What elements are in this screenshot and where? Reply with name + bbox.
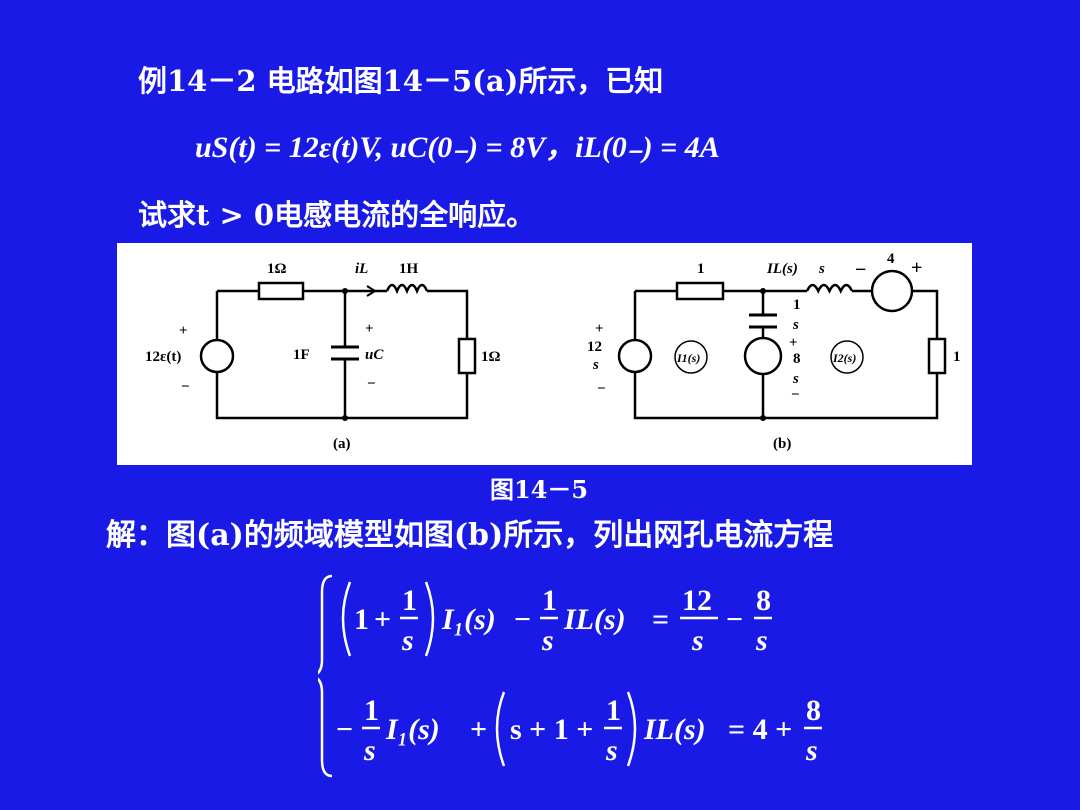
- label-a-plus: +: [179, 323, 188, 339]
- given-conditions: uS(t) = 12ε(t)V, uC(0₋) = 8V，iL(0₋) = 4A: [195, 131, 720, 164]
- eq1-minus: −: [514, 603, 531, 636]
- eq1-il: IL(s): [563, 603, 626, 636]
- label-a-source: 12ε(t): [145, 349, 181, 365]
- resistor-b-right: [927, 337, 947, 375]
- label-b-r2: 1: [953, 349, 961, 365]
- mesh-current-loop-2: [830, 340, 864, 374]
- label-b-r1: 1: [697, 261, 705, 277]
- solution-text: 解：图(a)的频域模型如图(b)所示，列出网孔电流方程: [106, 518, 834, 553]
- eq2-n2: 1: [606, 694, 621, 727]
- mesh-current-loop-1: [674, 340, 708, 374]
- label-b-src-den: s: [592, 357, 599, 373]
- circuit-diagram: 1Ω iL 1H 12ε(t) + − 1F uC + − 1Ω (a) 1 I…: [145, 251, 961, 452]
- eq2-eq: = 4 +: [728, 713, 792, 746]
- eq1-d2: s: [541, 624, 554, 657]
- label-b-src-num: 12: [587, 339, 602, 355]
- label-b-src4: 4: [887, 251, 895, 267]
- eq1-d4: s: [755, 624, 768, 657]
- circuit-figure: 1Ω iL 1H 12ε(t) + − 1F uC + − 1Ω (a) 1 I…: [117, 243, 972, 465]
- label-b-v-num: 8: [793, 351, 801, 367]
- voltage-source-b-right: [870, 269, 914, 313]
- label-b-plus: +: [595, 321, 604, 337]
- resistor-a-right: [457, 337, 477, 375]
- label-b-i1: I1(s): [676, 351, 700, 365]
- eq1-d3: s: [691, 624, 704, 657]
- mesh-equations: 1 + 1 s I₁(s) − 1 s IL(s) = 12 s − 8 s −…: [318, 574, 822, 778]
- label-b-v-den: s: [792, 371, 799, 387]
- eq2-i1: I₁(s): [385, 713, 440, 746]
- eq2-plus: +: [470, 713, 487, 746]
- resistor-a-top: [257, 281, 305, 301]
- label-a-c: 1F: [293, 347, 310, 363]
- question-text: 试求t > 0电感电流的全响应。: [138, 198, 536, 232]
- eq2-n1: 1: [364, 694, 379, 727]
- eq2-il: IL(s): [643, 713, 706, 746]
- inductor-b: [805, 283, 854, 294]
- svg-text:+: +: [911, 257, 922, 279]
- label-b-i2: I2(s): [832, 351, 856, 365]
- eq1-plus: +: [374, 603, 391, 636]
- eq1-n2: 1: [542, 584, 557, 617]
- eq2-d1: s: [363, 734, 376, 767]
- label-a: (a): [333, 436, 351, 452]
- eq1-n3: 12: [682, 584, 712, 617]
- eq2-d2: s: [605, 734, 618, 767]
- label-b-v-minus: −: [791, 387, 800, 403]
- eq2-minus: −: [336, 713, 353, 746]
- label-b-minus: −: [597, 381, 606, 397]
- label-a-r1: 1Ω: [267, 261, 287, 277]
- label-b-il: IL(s): [766, 261, 798, 277]
- eq1-eq: =: [652, 603, 669, 636]
- resistor-b-top: [675, 281, 725, 301]
- figure-caption: 图14－5: [490, 475, 589, 504]
- eq1-one: 1: [354, 603, 369, 636]
- label-a-minus: −: [181, 379, 190, 395]
- label-b-sl: s: [818, 261, 825, 277]
- eq1-n1: 1: [402, 584, 417, 617]
- eq2-d3: s: [805, 734, 818, 767]
- label-a-uc-plus: +: [365, 321, 374, 337]
- voltage-source-b-middle: [743, 336, 783, 376]
- eq2-s1: s + 1 +: [510, 713, 593, 746]
- label-a-uc-minus: −: [367, 376, 376, 392]
- left-brace: [318, 574, 333, 778]
- label-b: (b): [773, 436, 791, 452]
- label-b-c-num: 1: [793, 297, 801, 313]
- eq1-i1: I₁(s): [441, 603, 496, 636]
- label-a-il: iL: [355, 261, 368, 277]
- eq2-n3: 8: [806, 694, 821, 727]
- label-a-l: 1H: [399, 261, 419, 277]
- label-b-c-den: s: [792, 317, 799, 333]
- label-a-r2: 1Ω: [481, 349, 501, 365]
- eq1-minus2: −: [726, 603, 743, 636]
- example-title: 例14－2 电路如图14－5(a)所示，已知: [138, 64, 664, 98]
- label-a-uc: uC: [365, 347, 384, 363]
- voltage-source-a: [199, 338, 235, 374]
- eq1-d1: s: [401, 624, 414, 657]
- svg-text:−: −: [855, 259, 866, 281]
- current-arrow-icon: [355, 285, 377, 297]
- voltage-source-b-left: [617, 338, 653, 374]
- inductor-a: [385, 283, 429, 295]
- eq1-n4: 8: [756, 584, 771, 617]
- label-b-v-plus: +: [789, 335, 798, 351]
